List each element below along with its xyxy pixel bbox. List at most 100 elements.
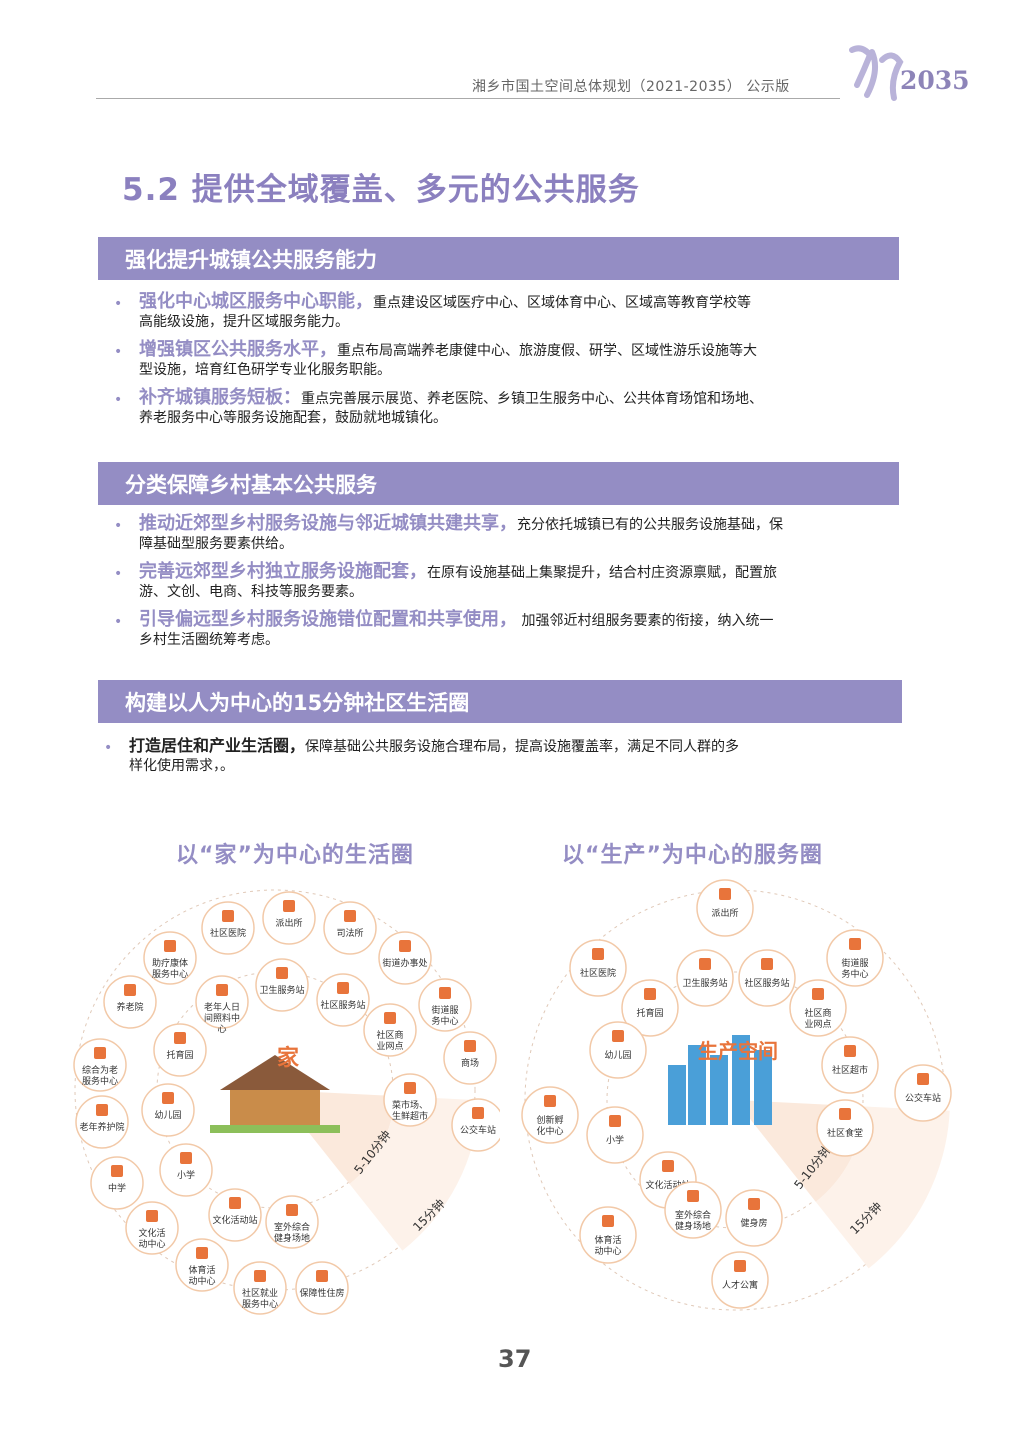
service-node: 社区食堂 [816, 1099, 874, 1157]
list-item: •补齐城镇服务短板：重点完善展示展览、养老医院、乡镇卫生服务中心、公共体育场馆和… [114, 387, 763, 426]
diagram-left: 5-10分钟15分钟家社区医院派出所司法所街道办事处助疗康体服务中心卫生服务站社… [73, 889, 500, 1315]
service-node-label: 室外综合 [274, 1221, 310, 1233]
facility-icon [216, 984, 228, 996]
service-node: 幼儿园 [141, 1083, 195, 1137]
outer-ring [74, 889, 476, 1291]
service-node: 卫生服务站 [676, 949, 734, 1007]
bullet-list-2: •推动近郊型乡村服务设施与邻近城镇共建共享，充分依托城镇已有的公共服务设施基础，… [114, 514, 904, 658]
logo-year: 2035 [900, 66, 970, 95]
service-node-label: 服务中心 [242, 1298, 278, 1310]
service-node: 菜市场、生鲜超市 [383, 1073, 437, 1127]
service-node-label: 公交车站 [905, 1092, 941, 1104]
diagram-right-title: 以“生产”为中心的服务圈 [562, 843, 823, 868]
time-ring-sector [349, 1095, 480, 1251]
service-node-label: 街道服 [841, 957, 868, 969]
service-node-label: 社区医院 [580, 967, 616, 979]
facility-icon [472, 1107, 484, 1119]
building-illustration [754, 1050, 772, 1125]
service-node: 卫生服务站 [255, 958, 309, 1012]
service-node-label: 动中心 [138, 1238, 165, 1250]
facility-icon [849, 938, 861, 950]
facility-icon [917, 1073, 929, 1085]
service-node: 托育园 [153, 1023, 207, 1077]
service-node-label: 体育活 [594, 1234, 621, 1246]
service-node-label: 健身房 [740, 1217, 767, 1229]
facility-icon [399, 940, 411, 952]
service-node-label: 托育园 [166, 1049, 193, 1061]
service-node: 社区医院 [201, 901, 255, 955]
center-label: 生产空间 [698, 1039, 778, 1063]
service-node-label: 社区就业 [242, 1287, 278, 1299]
building-illustration [688, 1045, 706, 1125]
service-node: 派出所 [262, 891, 316, 945]
service-node-label: 综合为老 [82, 1064, 118, 1076]
service-node-label: 街道办事处 [382, 957, 427, 969]
facility-icon [602, 1215, 614, 1227]
facility-icon [839, 1108, 851, 1120]
service-node-label: 街道服 [431, 1004, 458, 1016]
service-node-label: 心 [217, 1024, 226, 1035]
list-item: •打造居住和产业生活圈，保障基础公共服务设施合理布局，提高设施覆盖率，满足不同人… [104, 736, 740, 774]
service-node-label: 健身场地 [274, 1232, 310, 1244]
service-node-label: 业网点 [804, 1019, 831, 1030]
service-node-label: 务中心 [841, 968, 868, 980]
service-node-label: 助疗康体 [152, 957, 188, 969]
facility-icon [844, 1045, 856, 1057]
list-item: •引导偏远型乡村服务设施错位配置和共享使用， 加强邻近村组服务要素的衔接，纳入统… [114, 609, 774, 648]
service-node-label: 老年养护院 [79, 1121, 124, 1133]
bullet-list-1: •强化中心城区服务中心职能，重点建设区域医疗中心、区域体育中心、区域高等教育学校… [114, 292, 904, 436]
facility-icon [699, 958, 711, 970]
service-node-label: 中学 [108, 1182, 126, 1194]
service-node-label: 室外综合 [675, 1209, 711, 1221]
facility-icon [276, 967, 288, 979]
service-node-label: 菜市场、 [392, 1099, 428, 1111]
facility-icon [644, 988, 656, 1000]
list-item: •推动近郊型乡村服务设施与邻近城镇共建共享，充分依托城镇已有的公共服务设施基础，… [114, 513, 783, 552]
service-node: 人才公寓 [711, 1251, 769, 1309]
service-node-label: 创新孵 [536, 1114, 563, 1126]
facility-icon [111, 1165, 123, 1177]
service-node: 养老院 [103, 975, 157, 1029]
facility-icon [222, 910, 234, 922]
center-label: 家 [277, 1045, 300, 1071]
service-node: 托育园 [621, 979, 679, 1037]
service-node-label: 服务中心 [82, 1075, 118, 1087]
facility-icon [96, 1104, 108, 1116]
facility-icon [812, 988, 824, 1000]
diagram-right: 5-10分钟15分钟生产空间派出所社区医院卫生服务站社区服务站街道服务中心托育园… [521, 879, 952, 1311]
logo-calligraphy [849, 45, 904, 101]
facility-icon [283, 900, 295, 912]
facility-icon [344, 910, 356, 922]
service-node: 小学 [159, 1143, 213, 1197]
service-node-label: 小学 [177, 1169, 195, 1181]
facility-icon [229, 1197, 241, 1209]
building-illustration [710, 1055, 728, 1125]
service-node-label: 老年人日 [204, 1001, 240, 1013]
facility-icon [544, 1095, 556, 1107]
service-node-label: 社区服务站 [320, 999, 365, 1011]
service-node-label: 托育园 [636, 1007, 663, 1019]
service-node-label: 卫生服务站 [682, 977, 727, 989]
service-node-label: 化中心 [536, 1125, 563, 1137]
service-node: 小学 [586, 1106, 644, 1164]
building-illustration [668, 1065, 686, 1125]
house-illustration [230, 1088, 320, 1128]
service-node: 社区超市 [821, 1036, 879, 1094]
service-node-label: 文化活 [138, 1227, 165, 1239]
service-node-label: 动中心 [188, 1275, 215, 1287]
facility-icon [146, 1210, 158, 1222]
facility-icon [337, 982, 349, 994]
service-node: 文化活动站 [208, 1188, 262, 1242]
time-ring-sector [815, 1106, 950, 1269]
facility-icon [124, 984, 136, 996]
diagram-left-title: 以“家”为中心的生活圈 [176, 843, 414, 868]
service-node: 保障性住房 [295, 1261, 349, 1315]
service-node-label: 幼儿园 [154, 1109, 181, 1121]
service-node: 街道办事处 [378, 931, 432, 985]
service-node: 中学 [90, 1156, 144, 1210]
service-node-label: 司法所 [336, 927, 363, 939]
service-node: 社区服务站 [316, 973, 370, 1027]
